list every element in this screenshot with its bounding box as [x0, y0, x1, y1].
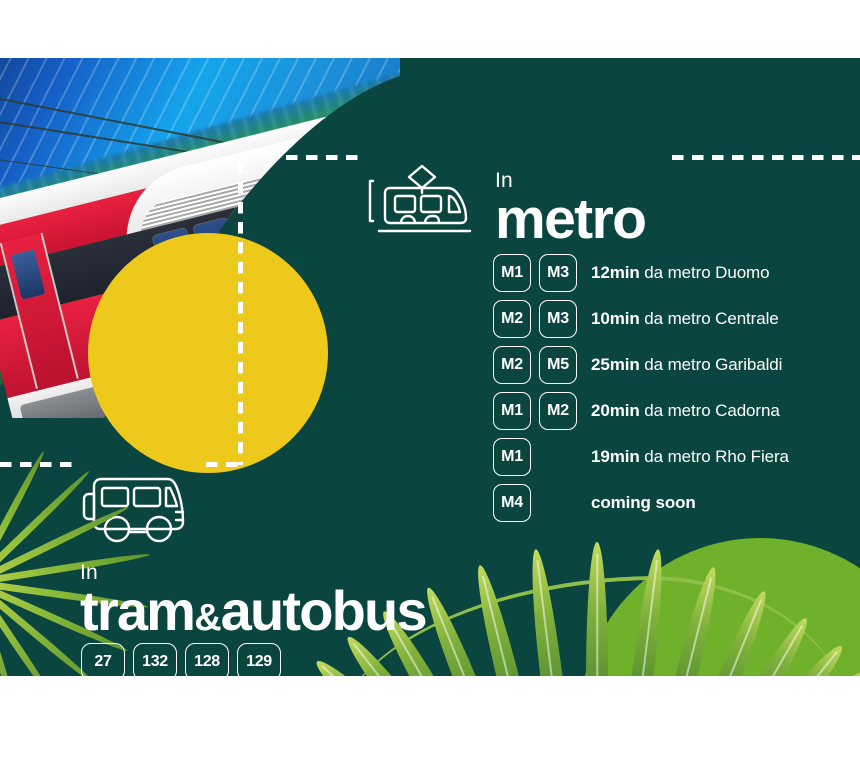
bus-line-badge[interactable]: 27 [81, 643, 125, 676]
metro-line-badge[interactable]: M3 [539, 254, 577, 292]
metro-line-badge[interactable]: M2 [539, 392, 577, 430]
top-margin [0, 0, 860, 58]
dashed-connector-to-tram-icon [286, 155, 362, 160]
train-window [275, 198, 318, 245]
bus-icon [80, 476, 202, 548]
bus-line-badge[interactable]: 129 [237, 643, 281, 676]
metro-line-badge[interactable]: M5 [539, 346, 577, 384]
tram-heading: In tram&autobus [80, 561, 428, 639]
bus-line-badge[interactable]: 132 [133, 643, 177, 676]
metro-pre-label: In [495, 169, 513, 192]
metro-line-badge[interactable]: M3 [539, 300, 577, 338]
metro-line-badge[interactable]: M4 [493, 484, 531, 522]
metro-connections-list: M1 M3 12min da metro Duomo M2 M3 10min d… [493, 254, 789, 530]
metro-row-destination: da metro Rho Fiera [639, 447, 789, 466]
tram-title-part-1: tram [80, 579, 196, 642]
metro-row-destination: da metro Cadorna [639, 401, 780, 420]
metro-row-destination: da metro Centrale [639, 309, 779, 328]
metro-line-badges: M1 [493, 438, 583, 476]
metro-line-badges: M2 M3 [493, 300, 583, 338]
metro-row-text: 19min da metro Rho Fiera [583, 447, 789, 467]
metro-line-badges: M4 [493, 484, 583, 522]
tram-icon [365, 161, 480, 246]
metro-line-badge[interactable]: M1 [493, 438, 531, 476]
dashed-connector-vertical [238, 162, 243, 465]
metro-line-badge[interactable]: M1 [493, 254, 531, 292]
metro-row-time: coming soon [591, 493, 696, 512]
page-title-tram: tram&autobus [80, 583, 428, 639]
page-title-metro: metro [495, 187, 647, 251]
green-panel: I-4328-001 [0, 58, 860, 676]
metro-row-destination: da metro Garibaldi [639, 355, 783, 374]
bottom-margin [0, 676, 860, 760]
dashed-connector-corner [206, 462, 242, 467]
yellow-circle-decoration [88, 233, 328, 473]
tram-title-ampersand: & [194, 597, 221, 639]
metro-row-destination: da metro Duomo [639, 263, 770, 282]
metro-line-badges: M1 M2 [493, 392, 583, 430]
metro-row-text: 20min da metro Cadorna [583, 401, 780, 421]
metro-row-text: 25min da metro Garibaldi [583, 355, 782, 375]
bus-line-badges: 27 132 128 129 [81, 643, 281, 676]
metro-row: M1 M3 12min da metro Duomo [493, 254, 789, 292]
metro-row-text: 10min da metro Centrale [583, 309, 779, 329]
bus-line-badge[interactable]: 128 [185, 643, 229, 676]
tram-title-part-2: autobus [220, 579, 428, 642]
metro-line-badge[interactable]: M1 [493, 392, 531, 430]
metro-row: M2 M3 10min da metro Centrale [493, 300, 789, 338]
palm-leaves-bottom [289, 528, 860, 676]
metro-row-time: 10min [591, 309, 640, 328]
metro-row-time: 20min [591, 401, 640, 420]
metro-heading: In metro [495, 169, 647, 251]
metro-line-badge[interactable]: M2 [493, 300, 531, 338]
train-window [316, 187, 359, 234]
metro-line-badges: M2 M5 [493, 346, 583, 384]
metro-row-time: 19min [591, 447, 640, 466]
metro-row-text: coming soon [583, 493, 696, 513]
dashed-connector-right [672, 155, 860, 160]
metro-row: M4 coming soon [493, 484, 789, 522]
metro-row-time: 12min [591, 263, 640, 282]
metro-row-time: 25min [591, 355, 640, 374]
metro-line-badge[interactable]: M2 [493, 346, 531, 384]
metro-row-text: 12min da metro Duomo [583, 263, 770, 283]
tram-pre-label: In [80, 561, 98, 584]
metro-row: M1 19min da metro Rho Fiera [493, 438, 789, 476]
metro-row: M1 M2 20min da metro Cadorna [493, 392, 789, 430]
metro-row: M2 M5 25min da metro Garibaldi [493, 346, 789, 384]
metro-line-badges: M1 M3 [493, 254, 583, 292]
